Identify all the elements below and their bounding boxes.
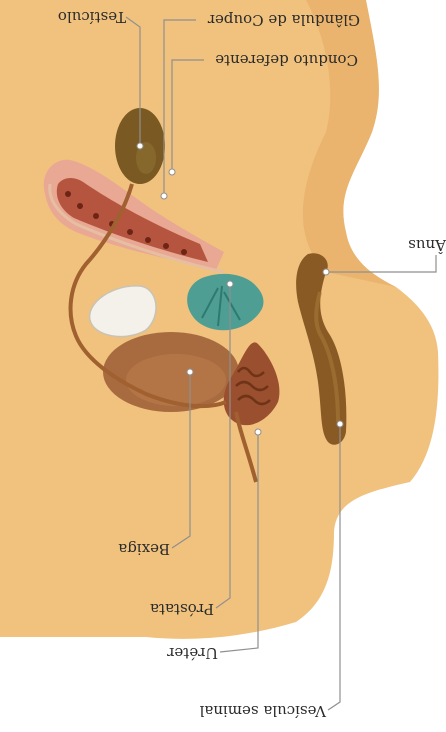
label-ureter: Uréter	[167, 644, 218, 662]
label-conduto-deferente: Conduto deferente	[215, 51, 358, 69]
bladder-inner	[126, 354, 226, 406]
label-bexiga: Bexiga	[118, 540, 170, 558]
label-anus: Ânus	[408, 236, 446, 254]
label-testiculo: Testículo	[58, 8, 126, 26]
label-glandula-couper: Glândula de Couper	[208, 11, 360, 29]
label-prostata: Próstata	[150, 600, 214, 618]
label-vesicula-seminal: Vesícula seminal	[200, 702, 326, 720]
